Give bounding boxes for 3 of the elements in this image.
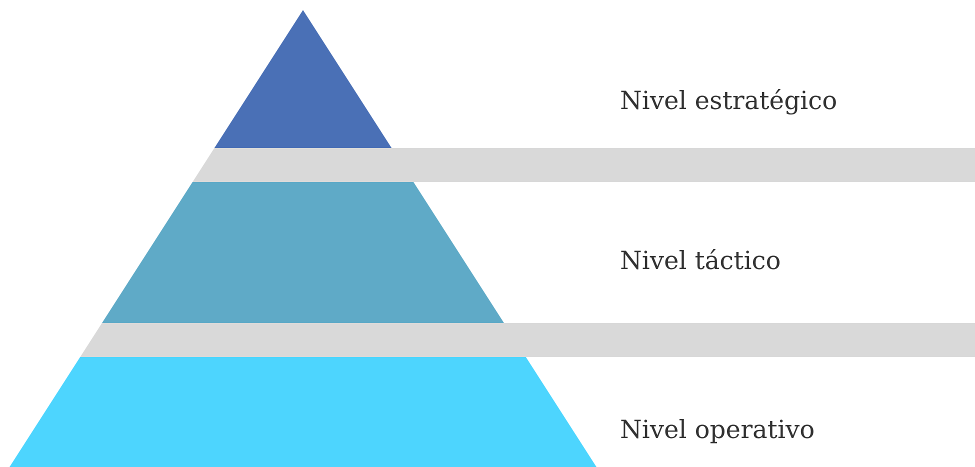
level-label: Nivel operativo: [620, 415, 815, 445]
level-label: Nivel táctico: [620, 246, 781, 276]
level-label: Nivel estratégico: [620, 86, 838, 116]
